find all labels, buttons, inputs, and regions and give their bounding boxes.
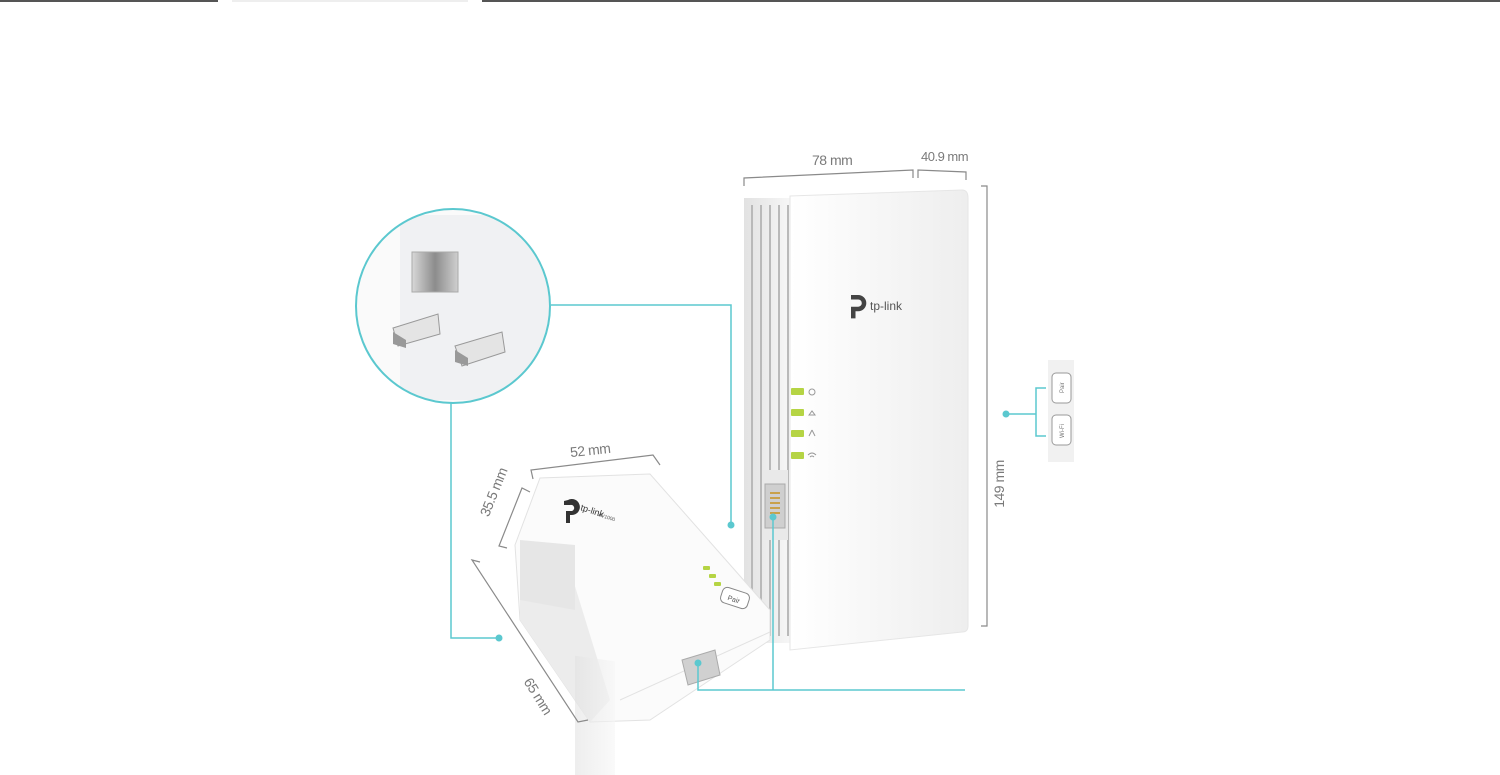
top-border-middle (232, 0, 468, 2)
svg-text:Wi-Fi: Wi-Fi (1060, 424, 1066, 438)
pair-button-shape (1051, 372, 1072, 404)
top-border-right (482, 0, 1500, 2)
extender-width-label: 78 mm (812, 152, 853, 168)
adapter-leds (703, 566, 721, 586)
top-border-left (0, 0, 218, 2)
extender-depth-label: 40.9 mm (921, 149, 969, 164)
extender-side-fins (744, 198, 790, 643)
extender-leds (791, 388, 804, 459)
plug-detail-inset (356, 209, 550, 403)
adapter-tp-link-logo (564, 499, 580, 523)
svg-text:AV1000: AV1000 (597, 512, 616, 523)
callout-dots (495, 410, 1010, 667)
adapter-ethernet-port (681, 649, 721, 686)
extender-body (789, 189, 969, 651)
svg-text:Pair: Pair (1060, 382, 1066, 393)
dimension-lines (470, 169, 988, 723)
extender-led-icons (807, 388, 817, 458)
wifi-button-shape (1051, 414, 1072, 446)
extender-height-label: 149 mm (990, 460, 1007, 508)
svg-text:Pair: Pair (726, 595, 741, 606)
extender-brand-text: tp-link (870, 299, 903, 313)
callout-lines (450, 304, 1046, 691)
adapter-vent-dots (575, 655, 615, 775)
adapter-pair-button (720, 586, 750, 610)
extender-tp-link-logo (851, 295, 867, 319)
